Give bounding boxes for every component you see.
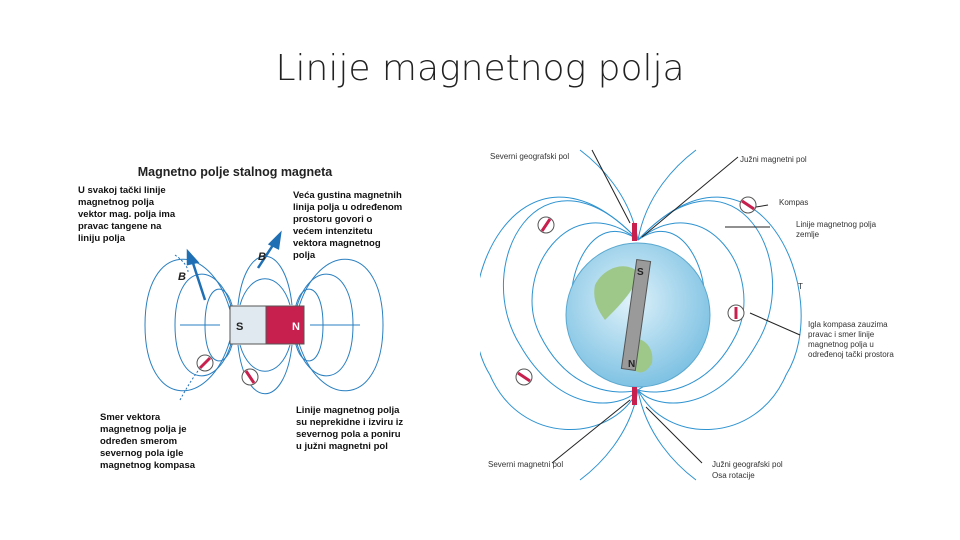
vector-arrow	[190, 259, 207, 301]
pointer-dotted	[174, 254, 189, 273]
field-line	[144, 258, 231, 392]
field-line	[503, 200, 639, 404]
compass-icons	[515, 196, 757, 386]
note-direction: Smer vektora magnetnog polja je određen …	[100, 412, 196, 471]
field-line	[237, 344, 293, 395]
note-tangent: U svakoj tački linije magnetnog polja ve…	[78, 185, 176, 244]
label-mag-north: Severni magnetni pol	[488, 460, 564, 469]
magnet-pole-n: N	[292, 321, 300, 333]
bar-field-lines	[144, 255, 384, 395]
field-line	[531, 222, 639, 393]
earth-bar-n: N	[628, 359, 635, 370]
earth-land	[594, 266, 640, 320]
pole-marker-bottom	[632, 387, 637, 405]
label-axis: Osa rotacije	[712, 471, 755, 480]
pointer-dotted	[179, 367, 201, 401]
slide-title: Linije magnetnog polja	[275, 48, 685, 89]
compass-icons	[196, 354, 259, 386]
label-geo-north: Severni geografski pol	[490, 152, 570, 161]
field-line	[637, 389, 697, 481]
note-density: Veća gustina magnetnih linija polja u od…	[293, 190, 403, 261]
pole-marker-top	[632, 223, 637, 241]
magnet-south-half	[229, 305, 267, 345]
label-t: T	[798, 282, 803, 291]
bar-magnet-heading: Magnetno polje stalnog magneta	[138, 165, 334, 179]
vector-arrow-head	[267, 230, 282, 250]
earth-field-diagram: S N	[480, 149, 802, 481]
label-needle: Igla kompasa zauzima pravac i smer linij…	[808, 320, 894, 359]
leader-lines	[551, 149, 801, 464]
vector-arrow-head	[186, 248, 200, 266]
magnet-pole-s: S	[236, 321, 243, 333]
earth-bar-s: S	[637, 267, 644, 278]
magnet-north-half	[265, 305, 305, 345]
field-line	[237, 255, 293, 306]
earth-bar-magnet	[620, 258, 652, 372]
field-line	[239, 344, 291, 372]
field-line	[174, 273, 233, 377]
field-line	[637, 196, 802, 430]
label-compass: Kompas	[779, 198, 809, 207]
vector-b-label: B	[258, 251, 266, 263]
vector-b-label: B	[178, 271, 186, 283]
label-geo-south: Južni geografski pol	[712, 460, 783, 469]
label-earth-lines: Linije magnetnog polja zemlje	[796, 220, 877, 239]
label-mag-south: Južni magnetni pol	[740, 155, 807, 164]
field-line	[637, 200, 773, 404]
field-line	[239, 278, 291, 306]
field-vector-arrows	[186, 230, 282, 301]
bar-magnet-diagram: Magnetno polje stalnog magneta S N B B	[138, 165, 384, 401]
field-line	[297, 258, 384, 392]
note-continuous: Linije magnetnog polja su neprekidne i i…	[296, 405, 404, 452]
field-line	[579, 149, 639, 241]
field-line	[480, 196, 639, 430]
field-line	[637, 149, 697, 241]
